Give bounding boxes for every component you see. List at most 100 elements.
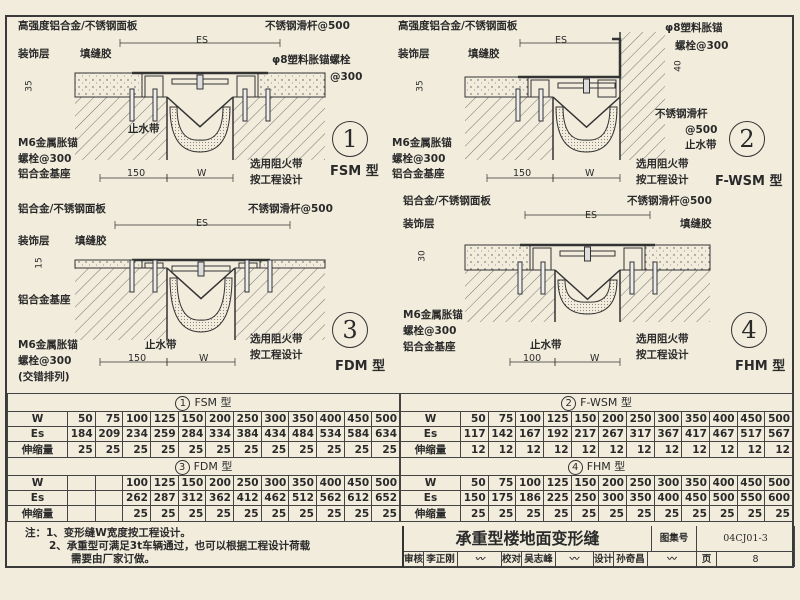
label-m6-anchor: M6金属胀锚 bbox=[18, 137, 78, 149]
table-cell: 25 bbox=[598, 505, 627, 522]
label-m6-spacing: 螺栓@300 bbox=[403, 325, 457, 337]
label-finish: 装饰层 bbox=[18, 48, 50, 60]
label-waterstop: 止水带 bbox=[145, 339, 177, 351]
label-fire-band: 选用阻火带 bbox=[636, 333, 689, 345]
structural-slab bbox=[465, 97, 553, 160]
page-label: 页 bbox=[697, 552, 717, 567]
table-cell: 362 bbox=[205, 490, 234, 506]
row-label: Es bbox=[400, 490, 461, 506]
structural-slab bbox=[75, 268, 167, 340]
table-cell: 500 bbox=[371, 475, 400, 491]
table-cell: 25 bbox=[122, 441, 151, 458]
table-cell: 500 bbox=[371, 411, 400, 427]
table-cell: 300 bbox=[653, 475, 683, 491]
fire-band bbox=[169, 277, 233, 333]
table-cell: 417 bbox=[681, 426, 710, 442]
label-slide-bar: 不锈钢滑杆@500 bbox=[627, 195, 712, 207]
table-cell: 25 bbox=[260, 505, 290, 522]
label-sealant: 填缝胶 bbox=[80, 48, 112, 60]
table-cell: 400 bbox=[708, 475, 738, 491]
table-cell: 584 bbox=[343, 426, 373, 442]
table-cell bbox=[94, 490, 124, 506]
table-cell: 450 bbox=[343, 411, 373, 427]
table-cell: 200 bbox=[205, 475, 234, 491]
dim-w: W bbox=[590, 353, 600, 364]
reviewer-name: 李正刚 bbox=[424, 552, 458, 567]
detail-number: 3 bbox=[332, 312, 368, 348]
dim-es: ES bbox=[585, 210, 598, 221]
table-cell: 484 bbox=[288, 426, 317, 442]
table-cell bbox=[94, 475, 124, 491]
label-slide-bar: 不锈钢滑杆@500 bbox=[265, 20, 350, 32]
row-label: 伸缩量 bbox=[400, 505, 461, 522]
label-anchor: φ8塑料胀锚 bbox=[665, 22, 723, 34]
table-cell: 250 bbox=[625, 411, 655, 427]
table-cell: 25 bbox=[708, 505, 738, 522]
table-cell: 25 bbox=[288, 505, 317, 522]
anchor-bolt bbox=[515, 88, 521, 122]
row-label: W bbox=[7, 475, 68, 491]
table-cell: 267 bbox=[598, 426, 627, 442]
fire-band bbox=[557, 279, 618, 315]
table-cell: 25 bbox=[149, 505, 179, 522]
label-panel: 高强度铝合金/不锈钢面板 bbox=[398, 20, 518, 32]
table-cell: 150 bbox=[570, 475, 600, 491]
table-cell: 117 bbox=[460, 426, 489, 442]
table-cell: 25 bbox=[542, 505, 572, 522]
dim-side: 150 bbox=[513, 168, 532, 179]
table-cell: 284 bbox=[177, 426, 207, 442]
sheet-frame bbox=[5, 15, 794, 568]
label-waterstop: 止水带 bbox=[685, 139, 717, 151]
table-cell: 12 bbox=[487, 441, 517, 458]
table-cell: 25 bbox=[343, 505, 373, 522]
checker-name: 吴志峰 bbox=[522, 552, 556, 567]
table-cell: 25 bbox=[343, 441, 373, 458]
table-cell: 100 bbox=[122, 475, 151, 491]
table-cell: 567 bbox=[764, 426, 793, 442]
table-number: 2 bbox=[561, 396, 577, 411]
table-cell: 100 bbox=[515, 475, 544, 491]
drawing-title: 承重型楼地面变形缝 bbox=[404, 526, 652, 552]
table-cell: 250 bbox=[625, 475, 655, 491]
table-cell: 100 bbox=[515, 411, 544, 427]
page-number: 8 bbox=[717, 552, 795, 567]
table-cell: 25 bbox=[149, 441, 179, 458]
label-m6-spacing: 螺栓@300 bbox=[18, 355, 72, 367]
label-fire-band: 选用阻火带 bbox=[250, 333, 303, 345]
fire-band bbox=[169, 106, 231, 153]
table-cell: 25 bbox=[515, 505, 544, 522]
structural-wall bbox=[620, 32, 665, 160]
label-base: 铝合金基座 bbox=[18, 168, 71, 180]
table-cell: 25 bbox=[681, 505, 710, 522]
table-cell: 12 bbox=[736, 441, 766, 458]
waterstop bbox=[552, 96, 621, 129]
table-cell: 350 bbox=[625, 490, 655, 506]
title-block: 承重型楼地面变形缝 图集号 04CJ01-3 审核 李正刚 〰 校对 吴志峰 〰… bbox=[402, 526, 795, 567]
table-cell: 462 bbox=[260, 490, 290, 506]
dim-wall-height: 40 bbox=[673, 60, 684, 72]
dim-es: ES bbox=[196, 218, 209, 229]
dim-side: 100 bbox=[523, 353, 542, 364]
table-cell: 259 bbox=[149, 426, 179, 442]
table-cell: 125 bbox=[542, 475, 572, 491]
table-cell: 25 bbox=[736, 505, 766, 522]
table-cell: 150 bbox=[177, 475, 207, 491]
table-cell: 500 bbox=[764, 411, 793, 427]
label-panel: 铝合金/不锈钢面板 bbox=[18, 203, 106, 215]
dim-side: 150 bbox=[128, 353, 147, 364]
table-cell: 25 bbox=[371, 441, 400, 458]
anchor-bolt bbox=[129, 88, 135, 122]
structural-slab bbox=[465, 270, 555, 322]
table-cell: 25 bbox=[205, 505, 234, 522]
bolt bbox=[196, 74, 204, 90]
